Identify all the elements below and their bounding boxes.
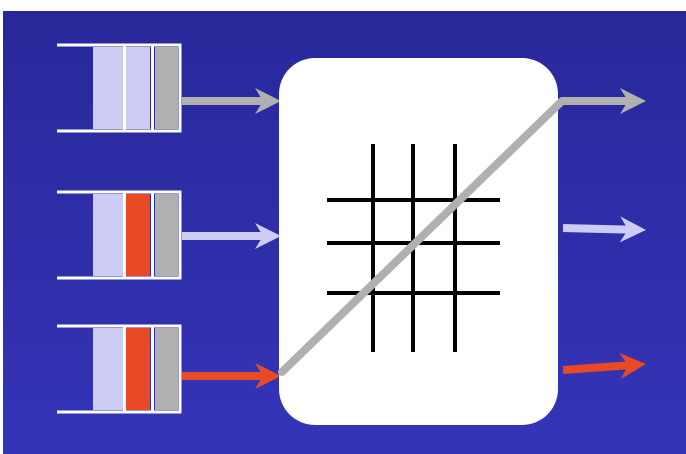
packet-light [93, 328, 123, 410]
output-arrow-gray [600, 88, 646, 114]
input-queue [57, 43, 182, 133]
packet-red [126, 328, 150, 410]
packet-light [126, 47, 150, 129]
crossbar-grid [327, 144, 500, 352]
packet-light [93, 194, 123, 276]
input-arrow-gray [182, 88, 281, 114]
input-arrow-red [182, 363, 281, 389]
output-arrow-light [562, 216, 646, 243]
input-queue [57, 324, 182, 414]
packet-gray [155, 47, 178, 129]
input-queue [57, 190, 182, 280]
packet-gray [155, 194, 178, 276]
output-arrow-red [562, 352, 646, 379]
packet-gray [155, 328, 178, 410]
packet-red [126, 194, 150, 276]
packet-light [93, 47, 123, 129]
input-arrow-light [182, 223, 281, 249]
